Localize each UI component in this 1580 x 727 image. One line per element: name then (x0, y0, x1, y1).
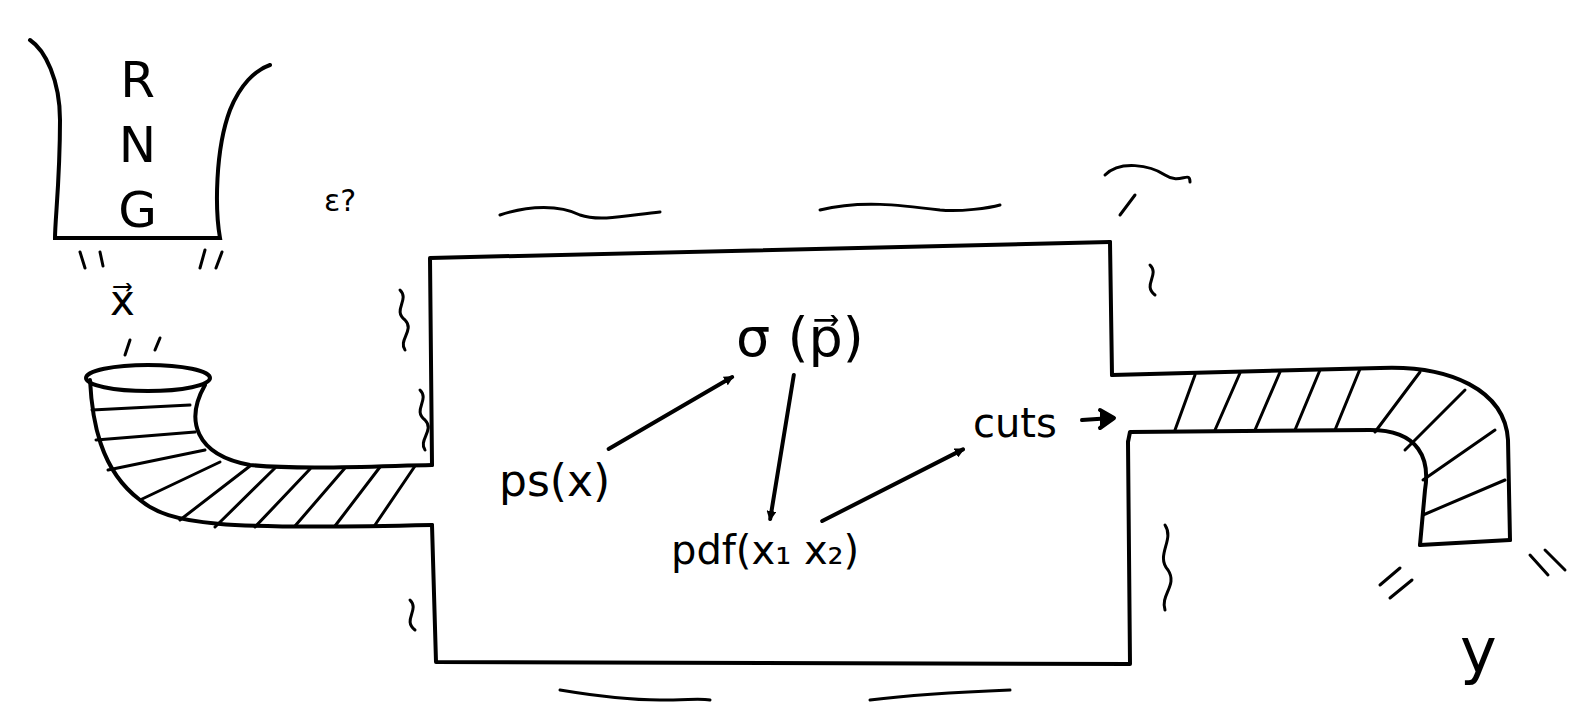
flow-arrow (770, 375, 794, 519)
step-label: pdf(x₁ x₂) (671, 527, 859, 573)
step-label: cuts (973, 400, 1057, 446)
annotation-label: ε? (324, 183, 356, 218)
pipe-opening (1420, 540, 1510, 545)
rng-funnel: RNG (55, 40, 220, 240)
process-step: ps(x) (493, 451, 616, 510)
process-box: ps(x) σ (p⃗) pdf(x₁ x₂) cuts (430, 255, 1130, 665)
annotation-label: y (1460, 614, 1497, 687)
wobble-marks (400, 204, 1171, 700)
motion-marks (80, 166, 1565, 598)
flow-arrow (609, 377, 733, 449)
process-step: pdf(x₁ x₂) (665, 523, 865, 577)
cuts-exit-arrow (1082, 410, 1114, 428)
pipe-wall (195, 385, 432, 467)
process-step: σ (p⃗) (730, 302, 870, 373)
pipe-wall (90, 380, 432, 527)
pipe-opening (86, 365, 210, 391)
step-label: ps(x) (499, 455, 610, 506)
pipe-wall (1112, 368, 1510, 540)
rng-letters: RNG (113, 48, 163, 243)
pipe-stripes (92, 405, 415, 527)
flow-arrow (822, 449, 963, 521)
step-label: σ (p⃗) (736, 306, 864, 369)
process-step: cuts (967, 396, 1063, 450)
pipe-stripes (1175, 369, 1505, 515)
box-outline (430, 242, 1110, 465)
box-outline (432, 442, 1130, 664)
box-outline (1110, 242, 1112, 375)
annotation-label: x⃗ (110, 276, 135, 325)
pipe-wall (1128, 430, 1426, 545)
